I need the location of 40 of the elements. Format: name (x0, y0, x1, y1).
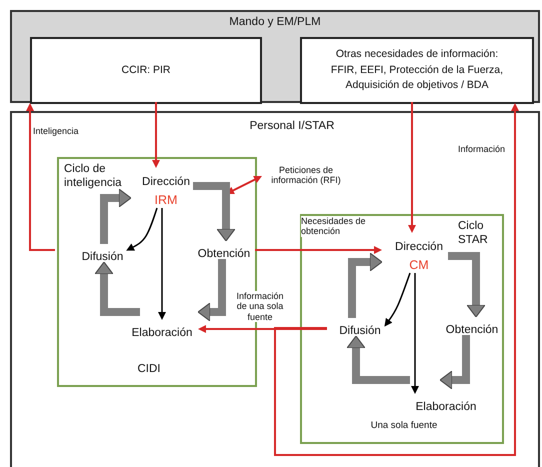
requirements-box (30, 37, 262, 104)
panel-title: Personal I/STAR (248, 120, 336, 134)
cycle-arrow (440, 335, 470, 390)
arrow (26, 103, 55, 251)
cycle-code: CM (409, 258, 429, 274)
requirements-box (300, 37, 534, 104)
cycle-arrow (346, 336, 410, 384)
step-label: Difusión (331, 322, 389, 340)
cycle-caption: Una sola fuente (370, 420, 438, 432)
step-label: Difusión (74, 248, 131, 266)
arrow (255, 246, 382, 254)
arrow (384, 272, 411, 327)
arrow (152, 102, 160, 168)
cycle-frame (300, 214, 504, 444)
arrow (411, 273, 419, 394)
arrow (274, 103, 519, 456)
box-text: CCIR: PIR (121, 62, 170, 78)
arrow (198, 325, 327, 333)
arrow (408, 102, 416, 233)
cycle-title: Ciclo STAR (458, 220, 489, 248)
command-band (10, 10, 540, 103)
staff-panel (10, 111, 540, 467)
step-label: Dirección (395, 240, 443, 254)
step-label: Obtención (436, 321, 508, 339)
arrow (158, 208, 166, 320)
arrow (126, 208, 158, 251)
cycle-title: Ciclo de inteligencia (64, 163, 123, 191)
cycle-code: IRM (154, 193, 178, 209)
cycle-arrow (94, 262, 140, 316)
box-text: Otras necesidades de información: FFIR, EEFI, Protección de la Fuerza, Adquisición de objetivos / BDA (330, 46, 504, 94)
note-label: Peticiones de información (RFI) (264, 160, 348, 190)
band-title: Mando y EM/PLM (228, 16, 322, 30)
step-label: Obtención (189, 245, 259, 263)
cycle-caption: CIDI (136, 363, 162, 377)
cycle-arrow (198, 259, 226, 322)
cycle-arrow (100, 188, 132, 244)
step-label: Dirección (142, 175, 190, 190)
step-label: Elaboración (122, 324, 202, 342)
step-label: Elaboración (405, 398, 487, 416)
cycle-arrow (348, 252, 382, 318)
